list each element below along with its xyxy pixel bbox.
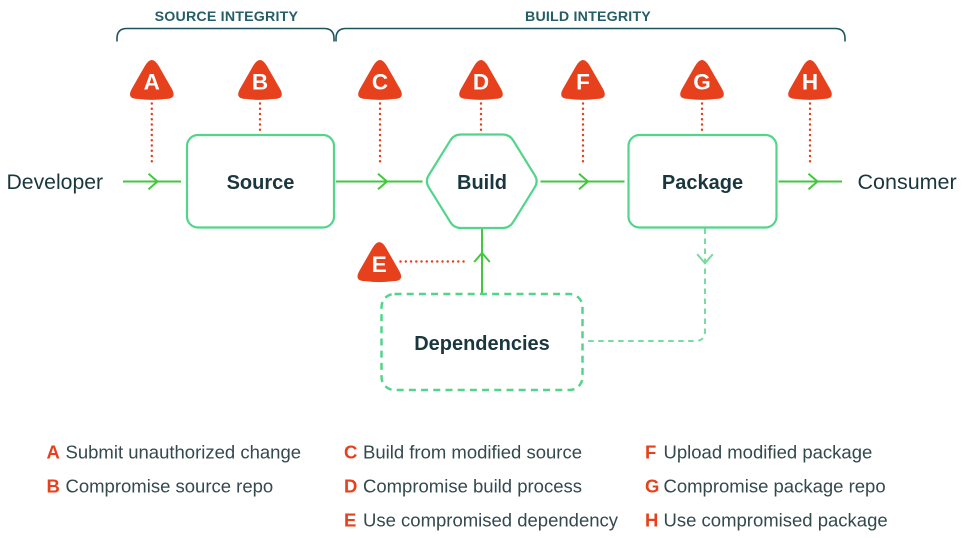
svg-text:H: H	[645, 509, 658, 530]
svg-text:SOURCE INTEGRITY: SOURCE INTEGRITY	[155, 9, 299, 25]
svg-text:D: D	[344, 475, 357, 496]
svg-text:Dependencies: Dependencies	[414, 333, 550, 355]
svg-text:Submit unauthorized change: Submit unauthorized change	[66, 441, 302, 462]
svg-text:B: B	[252, 70, 268, 95]
svg-text:E: E	[372, 252, 387, 277]
svg-text:F: F	[645, 441, 656, 462]
svg-text:Compromise source repo: Compromise source repo	[66, 475, 274, 496]
svg-text:G: G	[693, 70, 711, 95]
svg-text:Compromise build process: Compromise build process	[363, 475, 582, 496]
svg-text:D: D	[473, 70, 489, 95]
svg-text:A: A	[47, 441, 60, 462]
svg-text:C: C	[344, 441, 357, 462]
svg-text:B: B	[47, 475, 60, 496]
svg-text:Build from modified source: Build from modified source	[363, 441, 582, 462]
svg-text:F: F	[576, 70, 590, 95]
svg-text:Package: Package	[662, 172, 743, 194]
svg-text:Use compromised dependency: Use compromised dependency	[363, 509, 619, 530]
svg-text:Source: Source	[227, 172, 295, 194]
svg-text:Consumer: Consumer	[858, 170, 957, 194]
svg-text:C: C	[372, 70, 388, 95]
svg-text:Use compromised package: Use compromised package	[664, 509, 888, 530]
svg-text:Build: Build	[457, 172, 507, 194]
svg-text:A: A	[144, 70, 160, 95]
svg-text:G: G	[645, 475, 659, 496]
svg-text:BUILD INTEGRITY: BUILD INTEGRITY	[525, 9, 651, 25]
svg-text:Upload modified package: Upload modified package	[664, 441, 873, 462]
svg-text:Compromise package repo: Compromise package repo	[664, 475, 886, 496]
svg-text:E: E	[344, 509, 356, 530]
svg-text:Developer: Developer	[7, 171, 104, 194]
svg-text:H: H	[802, 70, 818, 95]
